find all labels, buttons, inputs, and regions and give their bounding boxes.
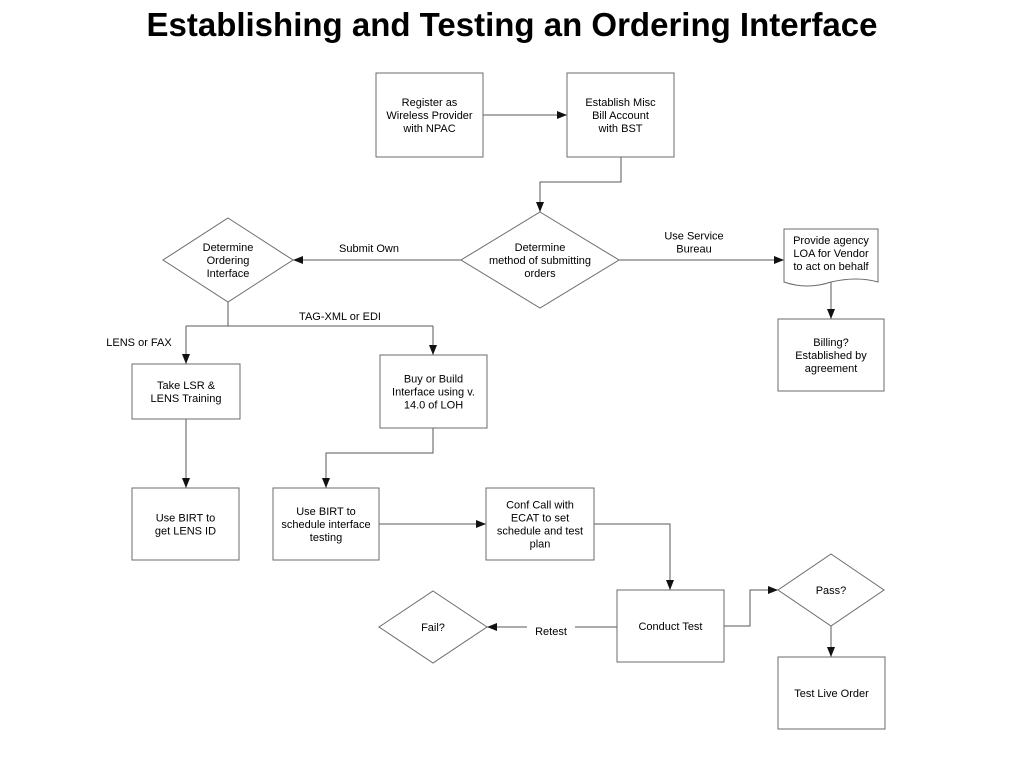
text-line: Buy or Build [404,374,463,386]
edge-conf-to-conduct [594,523,674,590]
text-line: Wireless Provider [386,110,473,122]
text-line: Conf Call with [506,500,574,512]
text-line: Provide agency [793,235,869,247]
text-line: LENS Training [151,393,222,405]
node-fail-label: Fail? [421,622,445,634]
text-line: TAG-XML or EDI [299,311,381,323]
edge-conduct-to-pass [724,586,778,627]
node-conduct-test-label: Conduct Test [638,621,702,633]
text-line: Retest [535,626,567,638]
edge-misc-to-method [536,157,622,212]
edge-label-tag-xml-edi: TAG-XML or EDI [299,311,381,323]
text-line: Use BIRT to [156,513,216,525]
edge-interface-to-lsr [186,325,433,364]
text-line: schedule interface [281,519,370,531]
node-take-lsr-label: Take LSR &LENS Training [151,380,222,405]
text-line: get LENS ID [155,526,216,538]
text-line: testing [310,532,342,544]
edge-label-retest: Retest [535,626,567,638]
text-line: with BST [597,123,642,135]
text-line: Fail? [421,622,445,634]
text-line: LOA for Vendor [793,248,869,260]
text-line: plan [530,539,551,551]
text-line: Take LSR & [157,380,216,392]
edge-label-submit-own: Submit Own [339,243,399,255]
text-line: Interface using v. [392,387,475,399]
text-line: Established by [795,350,867,362]
text-line: Use BIRT to [296,506,356,518]
node-pass: Pass? [777,553,885,627]
text-line: Pass? [816,585,847,597]
text-line: Bill Account [592,110,649,122]
connectors [186,111,835,657]
text-line: agreement [805,363,858,375]
node-pass-label: Pass? [816,585,847,597]
text-line: Establish Misc [585,97,656,109]
node-test-live-order: Test Live Order [777,656,886,730]
text-line: schedule and test [497,526,583,538]
page-title: Establishing and Testing an Ordering Int… [146,6,878,43]
text-line: LENS or FAX [106,337,172,349]
node-test-live-order-label: Test Live Order [794,688,869,700]
node-conduct-test: Conduct Test [616,589,725,663]
text-line: Use Service [664,231,723,243]
text-line: ECAT to set [511,513,569,525]
text-line: 14.0 of LOH [404,400,463,412]
edge-label-lens-or-fax: LENS or FAX [106,337,172,349]
edge-label-retest-group: Retest [527,619,575,638]
text-line: Conduct Test [638,621,702,633]
text-line: with NPAC [402,123,455,135]
node-take-lsr: Take LSR &LENS Training [131,363,241,420]
text-line: Determine [203,242,254,254]
text-line: Determine [515,242,566,254]
edge-buy-to-birt-schedule [322,428,434,488]
text-line: Test Live Order [794,688,869,700]
text-line: orders [524,268,556,280]
node-fail: Fail? [378,590,488,664]
text-line: Register as [402,97,458,109]
text-line: Billing? [813,337,848,349]
text-line: Bureau [676,244,711,256]
text-line: to act on behalf [793,261,869,273]
text-line: method of submitting [489,255,591,267]
text-line: Interface [207,268,250,280]
text-line: Submit Own [339,243,399,255]
text-line: Ordering [207,255,250,267]
